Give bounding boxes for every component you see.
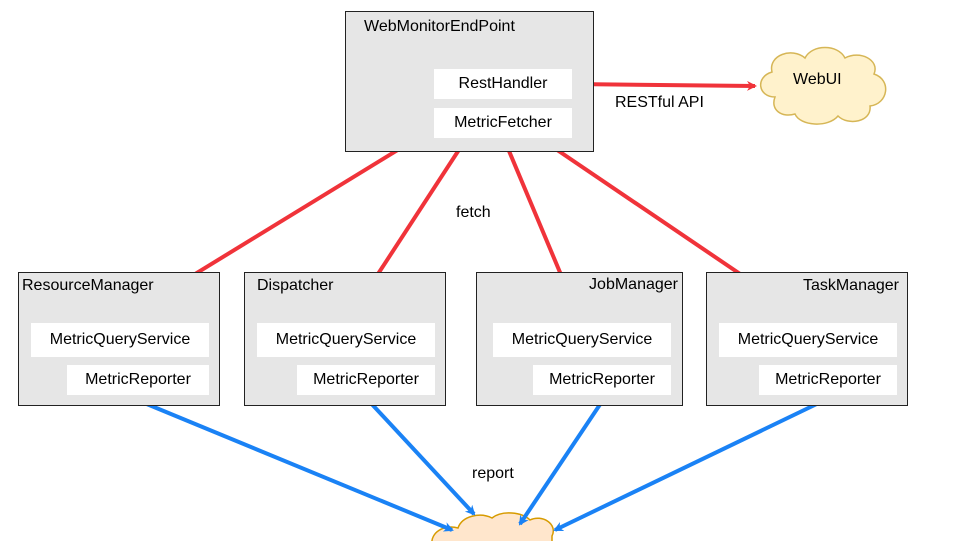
metric-reporter: MetricReporter (67, 365, 209, 395)
component-box-taskmanager: TaskManager MetricQueryService MetricRep… (706, 272, 908, 406)
metric-query-service: MetricQueryService (719, 323, 897, 357)
report-arrow-jobmanager (518, 398, 605, 526)
component-title: ResourceManager (22, 277, 154, 294)
web-monitor-endpoint-title: WebMonitorEndPoint (364, 18, 515, 35)
metric-reporter: MetricReporter (533, 365, 671, 395)
component-title: JobManager (589, 276, 678, 293)
component-box-resourcemanager: ResourceManager MetricQueryService Metri… (18, 272, 220, 406)
metric-fetcher: MetricFetcher (434, 108, 572, 138)
report-arrow-taskmanager (553, 398, 826, 532)
metric-query-service: MetricQueryService (257, 323, 435, 357)
webui-label: WebUI (793, 71, 842, 88)
metric-query-service: MetricQueryService (493, 323, 671, 357)
restful-api-arrow (571, 80, 757, 91)
report-arrow-resourcemanager (136, 398, 454, 532)
report-label: report (472, 465, 514, 482)
metric-store-cloud (431, 512, 555, 541)
metric-query-service: MetricQueryService (31, 323, 209, 357)
fetch-label: fetch (456, 204, 491, 221)
restful-api-label: RESTful API (615, 94, 704, 111)
report-arrow-dispatcher (366, 398, 476, 516)
component-title: Dispatcher (257, 277, 334, 294)
component-box-dispatcher: Dispatcher MetricQueryService MetricRepo… (244, 272, 446, 406)
component-box-jobmanager: JobManager MetricQueryService MetricRepo… (476, 272, 683, 406)
metric-reporter: MetricReporter (297, 365, 435, 395)
rest-handler: RestHandler (434, 69, 572, 99)
metric-reporter: MetricReporter (759, 365, 897, 395)
component-title: TaskManager (802, 277, 899, 294)
webui-cloud (760, 46, 887, 125)
web-monitor-endpoint-box: WebMonitorEndPoint RestHandler MetricFet… (345, 11, 594, 152)
